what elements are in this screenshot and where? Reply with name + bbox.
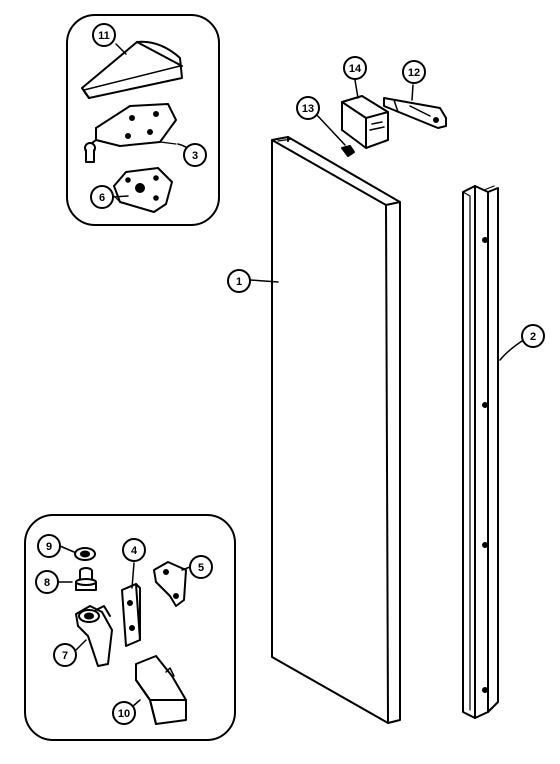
part-9-washer bbox=[74, 547, 96, 561]
svg-text:11: 11 bbox=[98, 30, 110, 42]
callout-9: 9 bbox=[37, 534, 61, 558]
part-7-hinge bbox=[75, 605, 113, 667]
svg-text:13: 13 bbox=[302, 103, 314, 115]
svg-text:14: 14 bbox=[349, 63, 362, 75]
svg-text:5: 5 bbox=[198, 562, 204, 574]
inset-panel-bottom bbox=[24, 514, 236, 741]
callout-5: 5 bbox=[189, 555, 213, 579]
callout-11: 11 bbox=[92, 23, 116, 47]
svg-text:12: 12 bbox=[408, 67, 420, 79]
callout-13: 13 bbox=[296, 96, 320, 120]
callout-3: 3 bbox=[183, 143, 207, 167]
svg-text:9: 9 bbox=[46, 541, 52, 553]
part-11-hinge-cover bbox=[81, 40, 183, 99]
callout-4: 4 bbox=[122, 538, 146, 562]
svg-text:3: 3 bbox=[192, 150, 198, 162]
svg-text:6: 6 bbox=[99, 192, 105, 204]
part-8-bushing bbox=[75, 567, 97, 591]
callout-6: 6 bbox=[90, 185, 114, 209]
inset-panel-top bbox=[66, 14, 220, 226]
part-14-handle-bracket bbox=[341, 95, 389, 149]
callout-14: 14 bbox=[343, 56, 367, 80]
callout-1: 1 bbox=[227, 269, 251, 293]
callout-10: 10 bbox=[112, 701, 136, 725]
callout-2: 2 bbox=[521, 324, 545, 348]
svg-text:10: 10 bbox=[118, 708, 130, 720]
part-3-hinge-plate bbox=[84, 103, 177, 163]
svg-text:2: 2 bbox=[530, 331, 536, 343]
svg-text:8: 8 bbox=[44, 577, 50, 589]
part-6-plate bbox=[113, 167, 173, 213]
leader-lines bbox=[57, 43, 526, 708]
part-4-spacer bbox=[121, 583, 141, 647]
svg-text:7: 7 bbox=[62, 650, 68, 662]
part-2-door-trim bbox=[462, 185, 499, 719]
part-12-handle-clip bbox=[383, 97, 447, 129]
part-13-clip bbox=[341, 145, 355, 157]
part-1-door-panel bbox=[271, 136, 401, 724]
callout-7: 7 bbox=[53, 643, 77, 667]
callout-8: 8 bbox=[35, 570, 59, 594]
part-10-lower-hinge bbox=[135, 655, 187, 725]
callout-12: 12 bbox=[402, 60, 426, 84]
part-5-bracket bbox=[153, 561, 187, 607]
svg-text:4: 4 bbox=[131, 545, 138, 557]
svg-text:1: 1 bbox=[236, 276, 242, 288]
